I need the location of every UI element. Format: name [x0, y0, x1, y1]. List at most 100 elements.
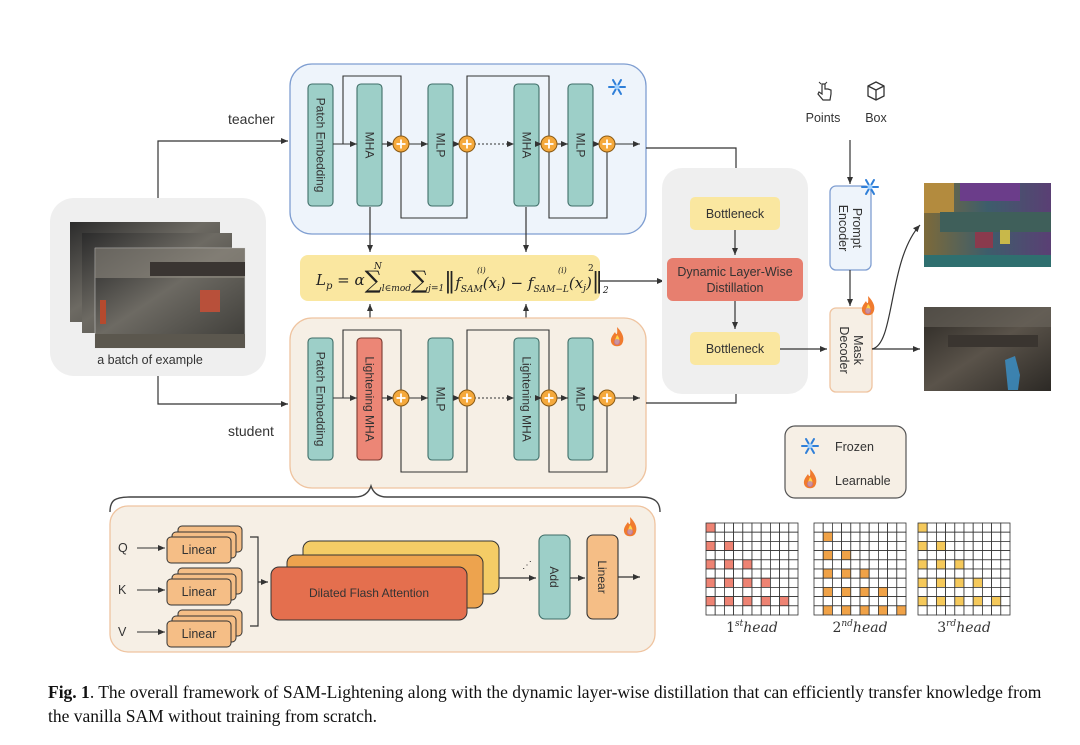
masked-cell	[714, 605, 725, 616]
linear-label: Linear	[182, 627, 217, 641]
masked-cell	[917, 587, 928, 598]
masked-cell	[868, 577, 879, 588]
masked-cell	[963, 522, 974, 533]
caption-label: Fig. 1	[48, 682, 90, 702]
masked-cell	[813, 605, 824, 616]
masked-cell	[705, 605, 716, 616]
masked-cell	[813, 577, 824, 588]
masked-cell	[963, 577, 974, 588]
attended-cell	[991, 596, 1002, 607]
attended-cell	[936, 596, 947, 607]
masked-cell	[705, 531, 716, 542]
masked-cell	[813, 596, 824, 607]
encoder-block-label: MLP	[574, 133, 588, 158]
masked-cell	[770, 531, 781, 542]
masked-cell	[733, 596, 744, 607]
snowflake-icon	[608, 79, 626, 95]
attended-cell	[859, 605, 870, 616]
encoder-block-mha	[356, 83, 383, 207]
masked-cell	[733, 587, 744, 598]
head-mask-2	[813, 522, 907, 616]
masked-cell	[926, 550, 937, 561]
masked-cell	[1000, 531, 1011, 542]
output-linear-label: Linear	[595, 560, 609, 593]
masked-cell	[982, 577, 993, 588]
masked-cell	[779, 541, 790, 552]
masked-cell	[822, 596, 833, 607]
masked-cell	[982, 541, 993, 552]
masked-cell	[850, 522, 861, 533]
masked-cell	[760, 587, 771, 598]
masked-cell	[917, 531, 928, 542]
masked-cell	[887, 550, 898, 561]
masked-cell	[733, 559, 744, 570]
masked-cell	[724, 550, 735, 561]
masked-cell	[896, 550, 907, 561]
masked-cell	[926, 587, 937, 598]
attended-cell	[841, 587, 852, 598]
masked-cell	[887, 559, 898, 570]
masked-cell	[936, 531, 947, 542]
masked-cell	[954, 531, 965, 542]
masked-cell	[813, 568, 824, 579]
masked-cell	[714, 550, 725, 561]
masked-cell	[926, 577, 937, 588]
masked-cell	[751, 596, 762, 607]
masked-cell	[878, 522, 889, 533]
masked-cell	[991, 541, 1002, 552]
masked-cell	[926, 568, 937, 579]
masked-cell	[751, 577, 762, 588]
masked-cell	[963, 531, 974, 542]
student-bottleneck-label: Bottleneck	[706, 342, 765, 356]
attended-cell	[760, 596, 771, 607]
masked-cell	[742, 541, 753, 552]
loss-formula-box: Lp = α∑l∈mod∑j=1‖fSAM(xi) − fSAM−L(xj)‖2…	[300, 255, 664, 301]
masked-cell	[991, 577, 1002, 588]
attended-cell	[760, 577, 771, 588]
attended-cell	[896, 605, 907, 616]
masked-cell	[1000, 605, 1011, 616]
f-sam-superscript: (i)	[477, 266, 486, 275]
attended-cell	[954, 577, 965, 588]
masked-cell	[896, 568, 907, 579]
masked-cell	[982, 559, 993, 570]
attended-cell	[936, 559, 947, 570]
masked-cell	[724, 568, 735, 579]
masked-cell	[770, 596, 781, 607]
masked-cell	[850, 596, 861, 607]
masked-cell	[868, 587, 879, 598]
masked-cell	[926, 531, 937, 542]
caption-text: . The overall framework of SAM-Lightenin…	[48, 682, 1042, 726]
attended-cell	[878, 605, 889, 616]
norm-superscript: 2	[588, 264, 594, 274]
masked-cell	[896, 596, 907, 607]
masked-cell	[878, 577, 889, 588]
mask-decoder-label-2: Decoder	[837, 326, 851, 373]
prompt-inputs: Points Box	[806, 81, 888, 184]
attended-cell	[742, 596, 753, 607]
masked-cell	[859, 541, 870, 552]
residual-connection	[466, 329, 550, 390]
masked-cell	[832, 587, 843, 598]
batch-label: a batch of example	[97, 353, 203, 367]
distill-label-line2: Distillation	[707, 281, 764, 295]
encoder-block-label: MHA	[363, 132, 377, 159]
masked-cell	[982, 605, 993, 616]
attended-cell	[936, 577, 947, 588]
masked-cell	[760, 541, 771, 552]
legend: Frozen Learnable	[784, 425, 907, 499]
masked-cell	[714, 587, 725, 598]
masked-cell	[926, 559, 937, 570]
student-bottleneck	[690, 332, 780, 365]
masked-cell	[733, 522, 744, 533]
encoder-block-patch-embedding	[307, 83, 334, 207]
masked-cell	[991, 587, 1002, 598]
mask-decoder-label-1: Mask	[851, 335, 865, 366]
head-label-2: 2ndhead	[832, 619, 887, 636]
masked-cell	[896, 559, 907, 570]
snowflake-icon	[861, 179, 879, 195]
masked-cell	[963, 559, 974, 570]
masked-cell	[788, 541, 799, 552]
decoder-to-seg-arrow	[871, 224, 921, 350]
